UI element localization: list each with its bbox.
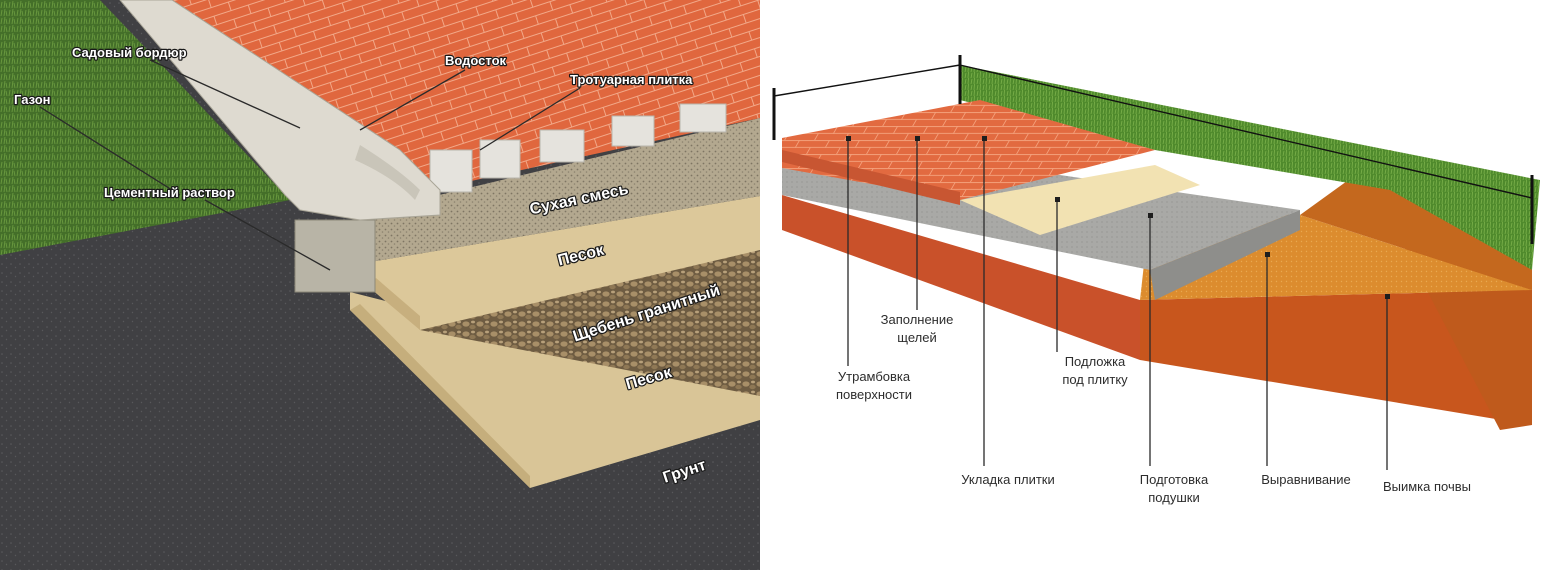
label-lawn: Газон	[14, 92, 51, 107]
label-gap-fill-1: Заполнение	[881, 312, 954, 327]
label-garden-border: Садовый бордюр	[72, 45, 187, 60]
label-cushion-2: подушки	[1148, 490, 1199, 505]
paving-cross-section-diagram: Садовый бордюр Газон Водосток Тротуарная…	[0, 0, 760, 570]
label-compaction-2: поверхности	[836, 387, 912, 402]
cement-mortar-block	[294, 219, 376, 293]
label-underlay-1: Подложка	[1065, 354, 1126, 369]
sand-bottom-layer	[350, 292, 760, 488]
label-cushion-1: Подготовка	[1140, 472, 1209, 487]
soil-front-face	[782, 195, 1140, 360]
marker-dots	[846, 136, 1390, 299]
label-excavation: Выимка почвы	[1383, 479, 1471, 494]
lawn-area	[0, 0, 290, 255]
right-leader-lines	[847, 141, 1388, 470]
tile-edge-blocks	[429, 103, 727, 193]
label-gap-fill-2: щелей	[897, 330, 936, 345]
paving-steps-diagram: Заполнение щелей Утрамбовка поверхности …	[772, 55, 1540, 505]
left-leader-lines	[39, 59, 581, 271]
garden-border	[119, 0, 441, 221]
string-line	[772, 55, 1534, 244]
sand-cushion-layer	[960, 165, 1200, 235]
label-cement-mortar: Цементный раствор	[104, 185, 235, 200]
label-underlay-2: под плитку	[1062, 372, 1128, 387]
dry-mix-layer	[356, 118, 760, 262]
sand-top-layer	[370, 196, 760, 330]
label-leveling: Выравнивание	[1261, 472, 1350, 487]
label-laying: Укладка плитки	[961, 472, 1055, 487]
drain-gutter	[355, 145, 420, 200]
label-paving-tile: Тротуарная плитка	[570, 72, 693, 87]
label-compaction-1: Утрамбовка	[838, 369, 911, 384]
grass-strip	[960, 65, 1540, 270]
label-drain: Водосток	[445, 53, 507, 68]
